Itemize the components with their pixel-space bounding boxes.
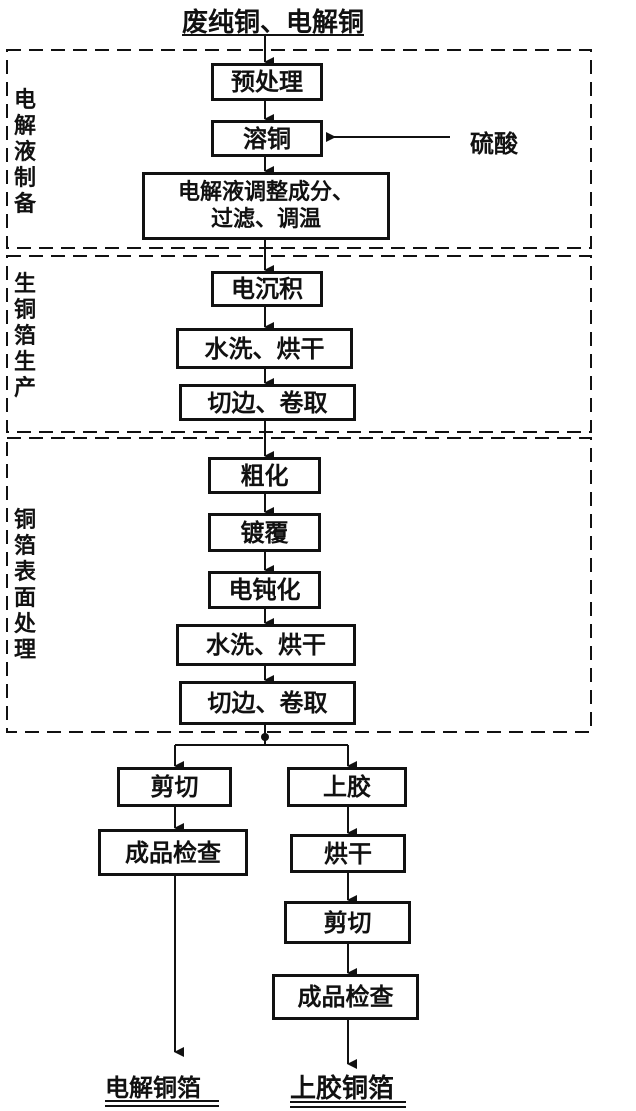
section-label-raw-foil: 生铜箔生产 [13, 272, 36, 401]
step-inspect-left: 成品检查 [98, 829, 248, 876]
output-left-underline-1 [105, 1100, 219, 1102]
split-junction [261, 733, 269, 741]
step-inspect-right: 成品检查 [272, 974, 419, 1020]
step-cut-left: 剪切 [117, 767, 232, 807]
input-material-label: 废纯铜、电解铜 [182, 8, 365, 38]
step-dry: 烘干 [290, 834, 406, 873]
acid-label: 硫酸 [470, 130, 518, 158]
output-left-label: 电解铜箔 [105, 1074, 201, 1102]
output-right-underline-2 [290, 1106, 406, 1108]
step-pretreat: 预处理 [211, 63, 323, 101]
output-right-label: 上胶铜箔 [290, 1074, 395, 1104]
output-right-underline-1 [290, 1101, 406, 1103]
input-underline [182, 34, 364, 36]
section-label-electrolyte: 电解液制备 [13, 88, 36, 217]
step-adjust-electrolyte: 电解液调整成分、 过滤、调温 [142, 172, 390, 240]
step-glue: 上胶 [287, 767, 407, 807]
step-electrodeposit: 电沉积 [211, 271, 323, 307]
step-trim-reel-2: 切边、卷取 [179, 681, 356, 725]
step-cut-right: 剪切 [284, 901, 411, 944]
section-frame-electrolyte [6, 49, 592, 249]
step-trim-reel-1: 切边、卷取 [179, 384, 356, 421]
step-plate: 镀覆 [208, 513, 321, 552]
section-frame-raw-foil [6, 255, 592, 433]
section-frame-surface [6, 437, 592, 733]
step-wash-dry-1: 水洗、烘干 [176, 328, 353, 369]
section-label-surface: 铜箔表面处理 [13, 508, 36, 663]
step-wash-dry-2: 水洗、烘干 [176, 624, 356, 666]
step-roughen: 粗化 [208, 457, 321, 494]
output-left-underline-2 [105, 1105, 219, 1107]
step-dissolve-copper: 溶铜 [211, 120, 323, 157]
step-electro-passivate: 电钝化 [208, 571, 321, 609]
